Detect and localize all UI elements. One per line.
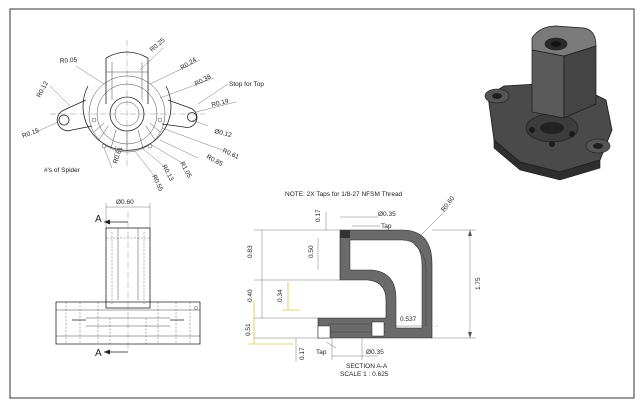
top-view: R0.05 R0.12 R0.15 R0.25 R0.24 R0.38 Stop…: [21, 37, 264, 193]
label-tap-top: Tap: [381, 223, 392, 230]
dim-r012-left: R0.12: [36, 80, 51, 99]
dim-h0537: 0.537: [400, 316, 417, 323]
section-view: NOTE: 2X Taps for 1/8-27 NFSM Thread Ø0.…: [245, 191, 482, 378]
label-spider-count: #'s of Spider: [44, 167, 81, 174]
dim-r055: R0.55: [150, 174, 164, 193]
dim-d035-top: Ø0.35: [378, 211, 396, 218]
dim-v050: 0.50: [308, 245, 315, 258]
label-tap-bottom: Tap: [316, 349, 327, 356]
dim-d035-bottom: Ø0.35: [366, 349, 384, 356]
dim-r025: R0.25: [149, 37, 167, 54]
dim-r019: R0.19: [211, 98, 230, 109]
dim-v175: 1.75: [475, 277, 482, 290]
label-stop-for-top: Stop for Top: [229, 81, 264, 88]
section-note: NOTE: 2X Taps for 1/8-27 NFSM Thread: [285, 191, 403, 198]
section-scale: SCALE 1 : 0.625: [340, 371, 389, 378]
dim-r015: R0.15: [21, 127, 40, 140]
isometric-view: [484, 25, 613, 181]
dim-d060: Ø0.60: [116, 199, 134, 206]
dim-v034: 0.34: [277, 289, 284, 302]
dim-r024: R0.24: [179, 56, 198, 71]
dim-r060: R0.60: [440, 195, 456, 213]
dim-r013: R0.13: [160, 164, 175, 183]
dim-r061-right: R0.61: [221, 147, 240, 161]
sheet-border: [9, 8, 635, 399]
dim-v017-top: 0.17: [315, 209, 322, 222]
dim-r005: R0.05: [60, 57, 78, 65]
section-title: SECTION A-A: [346, 363, 388, 370]
dim-v083: 0.83: [247, 245, 254, 258]
dim-v051: 0.51: [245, 323, 252, 336]
dim-v040: 0.40: [247, 289, 254, 302]
section-mark-top: A: [95, 214, 102, 225]
dim-r105: R1.05: [178, 161, 193, 180]
dim-r085: R0.85: [205, 154, 224, 169]
front-view: Ø0.60 A A: [55, 199, 201, 359]
dim-d012: Ø0.12: [214, 128, 233, 139]
section-mark-bottom: A: [95, 348, 102, 359]
dim-v017-bottom: 0.17: [299, 347, 306, 360]
dim-r038: R0.38: [194, 73, 213, 88]
